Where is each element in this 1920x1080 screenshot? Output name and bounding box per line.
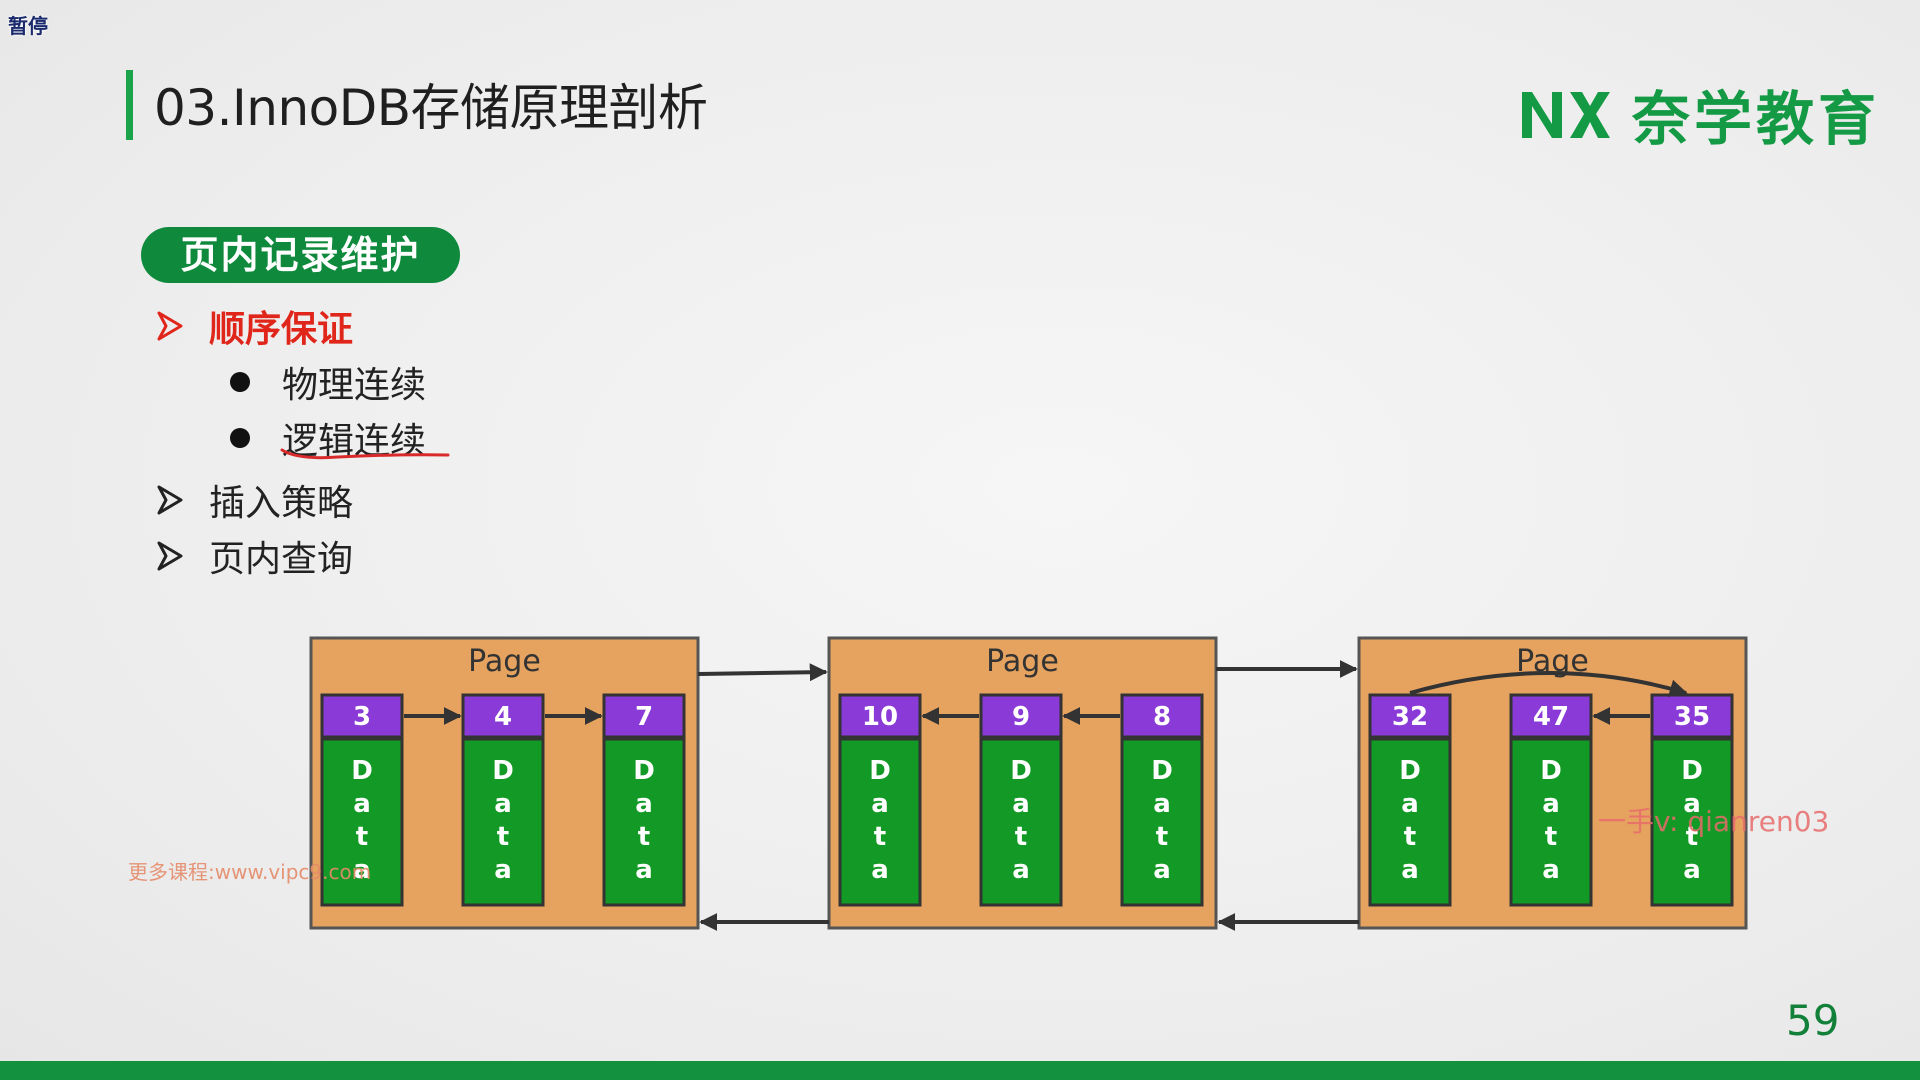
arrow-bullet-icon [157,485,183,515]
record-data-letter: a [353,855,371,885]
footer-bar [0,1061,1920,1080]
record-data-letter: a [871,789,889,819]
record-data-letter: t [1156,822,1168,852]
record-key: 4 [494,702,512,732]
list-item: 顺序保证 [157,300,353,352]
nx-logo-icon [1522,92,1610,138]
record-key-box [838,693,922,739]
record-data-letter: t [874,822,886,852]
record-data-box [1509,737,1593,907]
record-data-letter: a [1012,789,1030,819]
record-data-box [979,737,1063,907]
record-data-letter: a [1153,855,1171,885]
arrow-bullet-icon [157,541,183,571]
record-data-letter: D [1399,756,1421,786]
record-key: 9 [1012,702,1030,732]
record-data-box [838,737,922,907]
page-next-arrow [697,663,828,682]
record-key-box [979,693,1063,739]
record-key: 32 [1392,702,1428,732]
record-key-box [1120,693,1204,739]
record-data-letter: D [492,756,514,786]
record-data-letter: D [1681,756,1703,786]
record-data-letter: a [635,855,653,885]
record-data-letter: a [1401,789,1419,819]
record-data-letter: D [351,756,373,786]
sub-list-item: 物理连续 [230,356,426,408]
record-data-letter: a [494,855,512,885]
record-key-box [602,693,686,739]
hand-underline-icon [280,448,450,460]
record-data-box [1368,737,1452,907]
record-key: 47 [1533,702,1569,732]
brand-name: 奈学教育 [1632,85,1881,153]
slide-title: 03.InnoDB存储原理剖析 [154,79,708,137]
pause-label: 暂停 [8,14,48,38]
record-key: 10 [862,702,898,732]
record-data-letter: a [1683,855,1701,885]
record-data-letter: a [1153,789,1171,819]
title-accent-bar [126,70,133,140]
record-key: 35 [1674,702,1710,732]
record-data-letter: t [1404,822,1416,852]
record-data-letter: a [1542,855,1560,885]
brand-logo: 奈学教育 [1520,72,1880,156]
page-number: 59 [1786,996,1840,1045]
record-data-letter: t [638,822,650,852]
record-data-letter: a [1012,855,1030,885]
record-data-letter: D [633,756,655,786]
record-key-box [1509,693,1593,739]
record-data-box [1120,737,1204,907]
record-data-letter: a [1542,789,1560,819]
watermark-right: 一手v: qianren03 [1598,805,1830,838]
record-key: 7 [635,702,653,732]
bullet-dot-icon [230,428,250,448]
record-key-box [1368,693,1452,739]
list-item: 插入策略 [157,474,353,526]
record-data-letter: D [1010,756,1032,786]
record-data-box [461,737,545,907]
record-data-letter: D [1540,756,1562,786]
arrow-bullet-icon [157,311,183,341]
record-key: 8 [1153,702,1171,732]
record-key-box [461,693,545,739]
page-label: Page [986,644,1059,679]
record-link-curve [1409,671,1688,698]
record-data-letter: t [1015,822,1027,852]
section-title-pill: 页内记录维护 [141,227,460,283]
list-item: 页内查询 [157,530,353,582]
list-item-label: 顺序保证 [209,309,354,350]
record-data-box [602,737,686,907]
page-label: Page [468,644,541,679]
list-item-label: 页内查询 [209,539,354,580]
bullet-dot-icon [230,372,250,392]
record-key: 3 [353,702,371,732]
record-data-letter: t [1545,822,1557,852]
record-data-letter: t [1686,822,1698,852]
record-data-box [320,737,404,907]
record-data-box [1650,737,1734,907]
record-data-letter: a [1401,855,1419,885]
record-data-letter: a [635,789,653,819]
record-key-box [320,693,404,739]
record-data-letter: t [356,822,368,852]
record-data-letter: a [353,789,371,819]
record-key-box [1650,693,1734,739]
record-data-letter: D [1151,756,1173,786]
record-data-letter: a [871,855,889,885]
record-data-letter: a [494,789,512,819]
record-data-letter: t [497,822,509,852]
list-item-label: 插入策略 [209,483,354,524]
sub-item-label: 物理连续 [282,365,427,406]
record-data-letter: a [1683,789,1701,819]
watermark-left: 更多课程:www.vipc9.com [128,860,372,884]
record-data-letter: D [869,756,891,786]
